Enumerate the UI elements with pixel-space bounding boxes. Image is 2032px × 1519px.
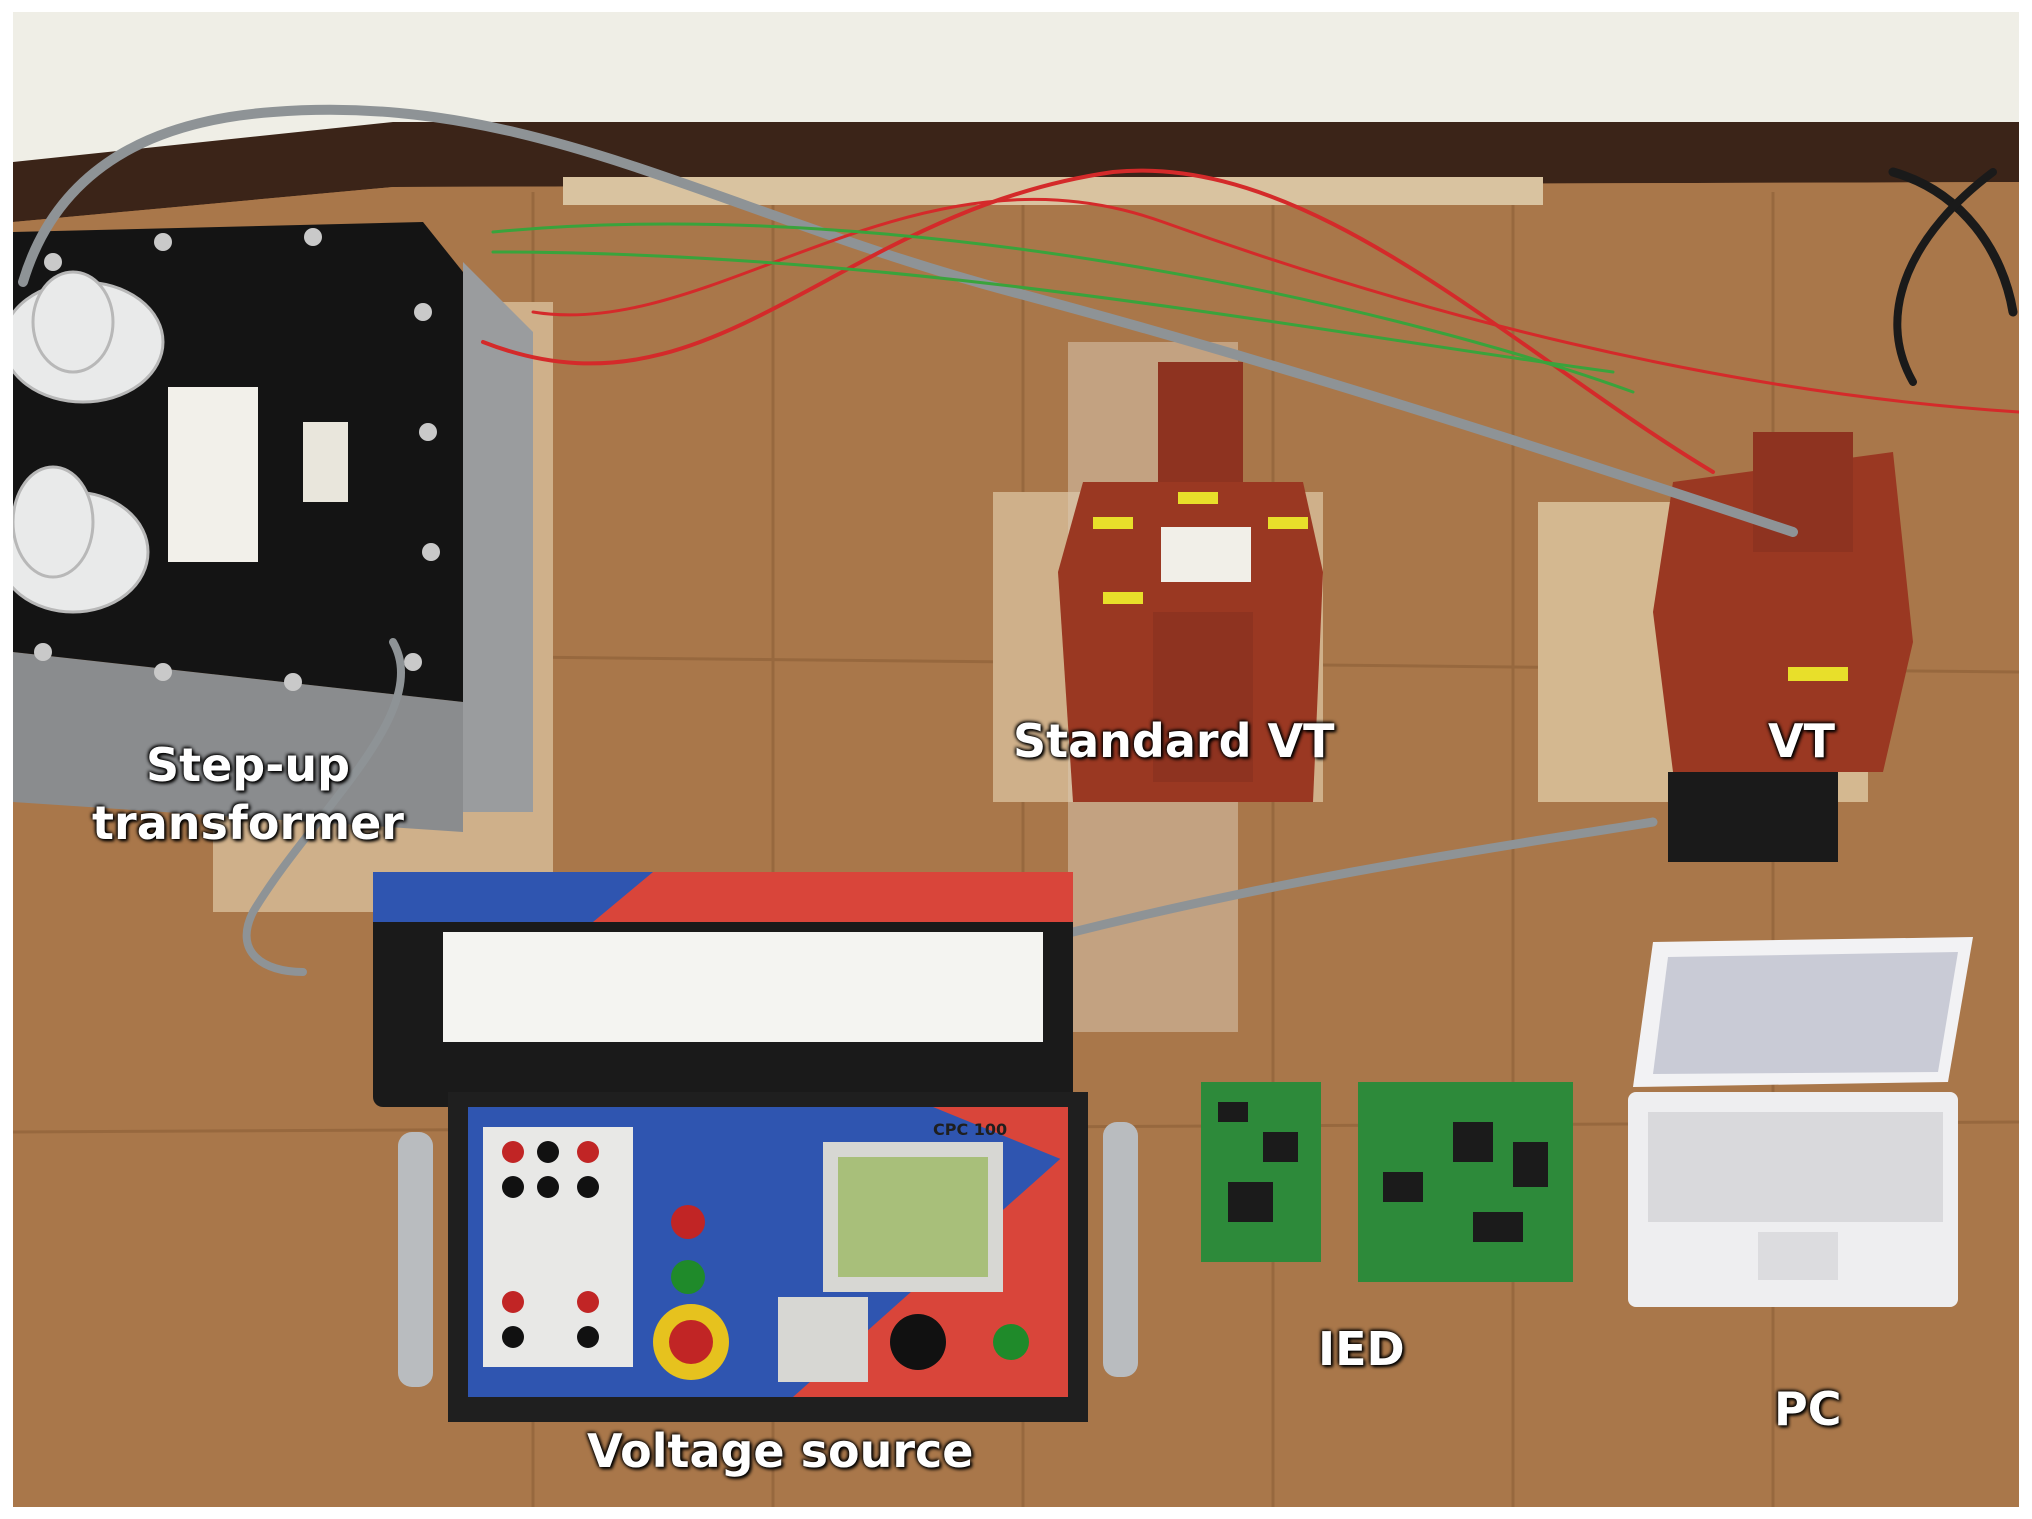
label-pc: PC xyxy=(1774,1382,1842,1436)
cpc-handle-right xyxy=(1103,1122,1138,1377)
standard-vt-top-terminal xyxy=(1158,362,1243,482)
transformer-side xyxy=(463,262,533,812)
transformer-nameplate xyxy=(168,387,258,562)
standard-vt-secondary xyxy=(1153,612,1253,782)
label-voltage-source: Voltage source xyxy=(587,1424,974,1478)
ied-components xyxy=(1218,1102,1548,1242)
laptop-keyboard xyxy=(1648,1112,1943,1222)
bushings xyxy=(13,270,165,614)
lab-setup-photo: CPC 100 Step-up transformer Standard VT … xyxy=(13,12,2019,1507)
cpc-model-text: CPC 100 xyxy=(933,1120,1007,1139)
cpc-rotary-knob xyxy=(890,1314,946,1370)
cpc-start-button xyxy=(993,1324,1029,1360)
label-step-up-line2: transformer xyxy=(92,796,404,850)
cpc-keypad xyxy=(778,1297,868,1382)
cpc-lid-red xyxy=(573,872,1073,922)
cpc-socket-block xyxy=(483,1127,633,1367)
vt-top-terminal xyxy=(1753,432,1853,552)
baseboard xyxy=(13,122,2019,222)
transformer-label xyxy=(303,422,348,502)
label-ied: IED xyxy=(1318,1322,1405,1376)
standard-vt-nameplate xyxy=(1161,527,1251,582)
laptop-screen xyxy=(1653,952,1958,1074)
vt-base xyxy=(1668,772,1838,862)
transformer-front xyxy=(13,652,463,832)
cpc-panel-red-top xyxy=(933,1107,1068,1162)
label-step-up-line1: Step-up xyxy=(145,738,350,792)
cpc-sockets xyxy=(502,1141,599,1348)
cables xyxy=(18,104,2019,976)
cpc-display xyxy=(838,1157,988,1277)
cpc-manual-sheet xyxy=(443,932,1043,1042)
transformer-bolts xyxy=(34,228,440,691)
cpc-handle-left xyxy=(398,1132,433,1387)
label-standard-vt: Standard VT xyxy=(1013,714,1335,768)
standard-vt-warning-labels xyxy=(1093,492,1308,604)
cpc-red-socket xyxy=(671,1205,705,1239)
laptop-touchpad xyxy=(1758,1232,1838,1280)
vt-warning-label xyxy=(1788,667,1848,681)
cpc-green-socket xyxy=(671,1260,705,1294)
cpc-lid-blue xyxy=(373,872,653,922)
label-vt: VT xyxy=(1768,714,1835,768)
cpc-emergency-stop-red xyxy=(669,1320,713,1364)
label-step-up-transformer: Step-up transformer xyxy=(83,736,413,852)
